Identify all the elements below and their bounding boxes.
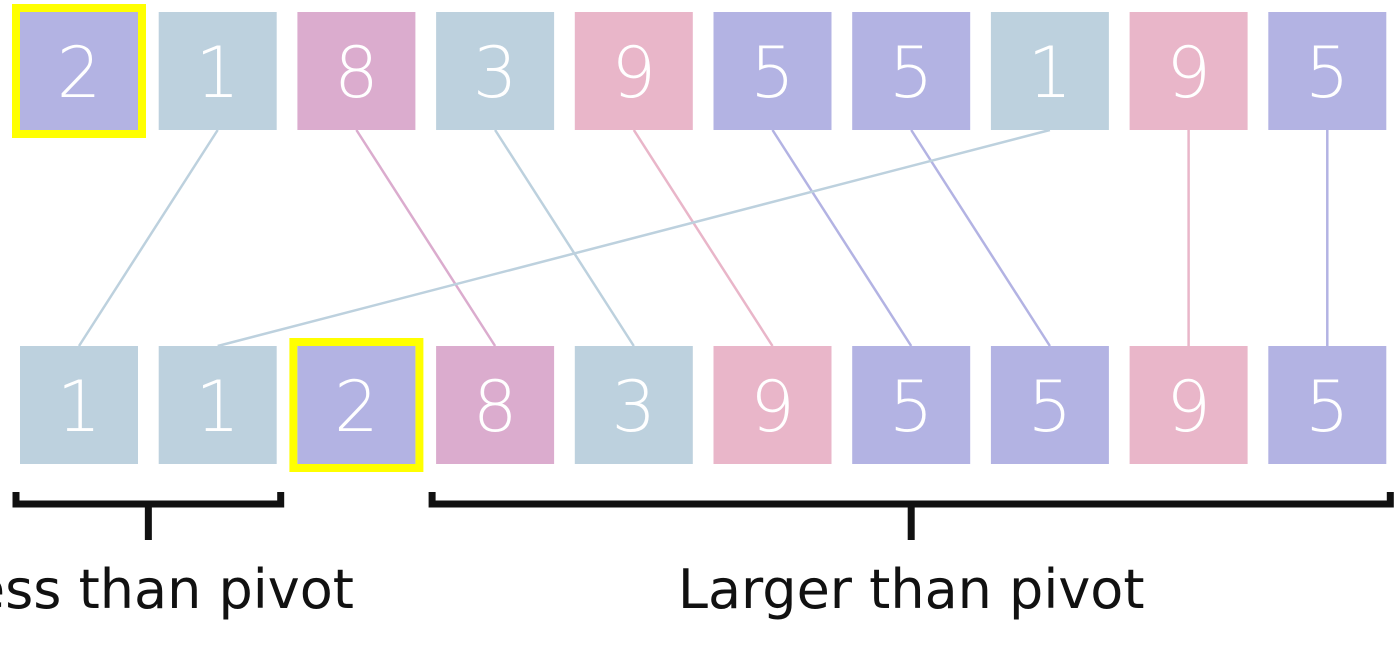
bottom-row-cell: 1 [158, 346, 277, 464]
pivot-box [297, 346, 416, 464]
value-label: 1 [195, 366, 240, 448]
bottom-row-cell: 8 [436, 346, 555, 464]
connection-line [77, 129, 219, 347]
value-label: 8 [473, 366, 518, 448]
less-than-pivot-bracket: Less than pivot [0, 492, 354, 621]
value-box [436, 12, 555, 130]
connection-line [632, 129, 774, 347]
partition-brackets: Less than pivot Larger than pivot [0, 492, 1394, 621]
partitioned-array-row: 1 1 2 8 3 9 5 5 9 5 [20, 338, 1387, 472]
value-box [1268, 12, 1387, 130]
value-label: 9 [612, 32, 657, 114]
top-row-cell: 2 [12, 4, 146, 138]
top-row-cell: 5 [1268, 12, 1387, 130]
bracket-label: Larger than pivot [678, 558, 1145, 621]
value-label: 3 [473, 32, 518, 114]
pivot-highlight-frame [12, 4, 146, 138]
value-box [20, 346, 138, 464]
value-box [990, 12, 1109, 130]
value-label: 2 [334, 366, 379, 448]
value-box [852, 346, 971, 464]
value-label: 5 [1305, 366, 1350, 448]
value-label: 8 [334, 32, 379, 114]
value-box [158, 346, 277, 464]
bracket-line [428, 492, 1394, 540]
value-box [574, 346, 693, 464]
top-row-cell: 5 [713, 12, 832, 130]
pivot-highlight-frame [289, 338, 424, 472]
value-label: 5 [889, 366, 934, 448]
connection-line [494, 129, 635, 347]
value-box [1129, 346, 1248, 464]
bottom-row-cell: 9 [1129, 346, 1248, 464]
bottom-row-cell: 5 [1268, 346, 1387, 464]
value-label: 3 [612, 366, 657, 448]
top-row-cell: 5 [852, 12, 971, 130]
connection-lines [77, 128, 1329, 348]
value-label: 9 [750, 366, 795, 448]
bottom-row-cell: 2 [289, 338, 424, 472]
value-label: 2 [57, 32, 102, 114]
bottom-row-cell: 1 [20, 346, 138, 464]
connection-line [910, 129, 1051, 347]
bottom-row-cell: 3 [574, 346, 693, 464]
value-label: 9 [1166, 366, 1211, 448]
value-box [990, 346, 1109, 464]
value-label: 5 [889, 32, 934, 114]
value-label: 5 [1305, 32, 1350, 114]
bottom-row-cell: 5 [852, 346, 971, 464]
top-row-cell: 8 [297, 12, 416, 130]
value-label: 1 [1028, 32, 1073, 114]
connection-line [355, 129, 497, 347]
bottom-row-cell: 5 [990, 346, 1109, 464]
value-box [852, 12, 971, 130]
bracket-line [12, 492, 285, 540]
value-label: 5 [1028, 366, 1073, 448]
value-label: 9 [1166, 32, 1211, 114]
connection-line [771, 129, 913, 347]
bracket-label: Less than pivot [0, 558, 354, 621]
unsorted-array-row: 2 1 8 3 9 5 5 1 9 5 [12, 4, 1387, 138]
top-row-cell: 9 [1129, 12, 1248, 130]
value-box [297, 12, 416, 130]
top-row-cell: 9 [574, 12, 693, 130]
value-box [158, 12, 277, 130]
value-box [436, 346, 555, 464]
value-box [574, 12, 693, 130]
larger-than-pivot-bracket: Larger than pivot [428, 492, 1394, 621]
top-row-cell: 1 [990, 12, 1109, 130]
value-box [1129, 12, 1248, 130]
value-label: 5 [750, 32, 795, 114]
value-box [713, 12, 832, 130]
top-row-cell: 1 [158, 12, 277, 130]
pivot-box [20, 12, 138, 130]
bottom-row-cell: 9 [713, 346, 832, 464]
value-label: 1 [57, 366, 102, 448]
value-label: 1 [195, 32, 240, 114]
value-box [713, 346, 832, 464]
top-row-cell: 3 [436, 12, 555, 130]
connection-line [217, 128, 1051, 348]
value-box [1268, 346, 1387, 464]
